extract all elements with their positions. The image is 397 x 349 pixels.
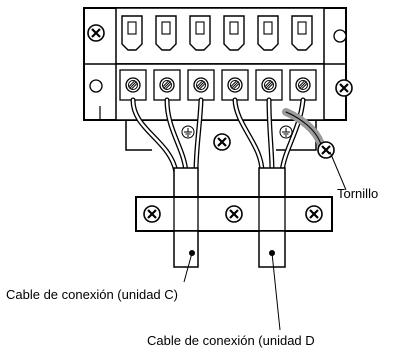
leader-cable-d [271, 252, 281, 331]
terminal-screws [119, 69, 317, 101]
label-cable-c: Cable de conexión (unidad C) [6, 287, 178, 302]
cable-lower-c [173, 230, 199, 268]
clamp-screw-icon [142, 204, 162, 224]
leader-cable-c [183, 252, 193, 283]
ground-icon [181, 125, 195, 139]
mount-hole-icon [333, 29, 347, 43]
clamp-screw-icon [304, 204, 324, 224]
clamp-screw-icon [224, 204, 244, 224]
cable-lower-d [258, 230, 286, 268]
label-tornillo: Tornillo [337, 186, 379, 201]
cable-sheath-c [173, 167, 199, 201]
label-cable-d: Cable de conexión (unidad D [147, 333, 315, 348]
wire-screw-icon [212, 132, 232, 152]
cable-clamp [135, 196, 333, 232]
cable-sheath-d [258, 167, 286, 201]
leader-tornillo [329, 151, 347, 191]
mount-screw-icon [86, 23, 106, 43]
mount-screw-icon [334, 78, 354, 98]
connector-row [121, 15, 313, 51]
mount-hole-icon [89, 79, 103, 93]
ground-icon [279, 125, 293, 139]
